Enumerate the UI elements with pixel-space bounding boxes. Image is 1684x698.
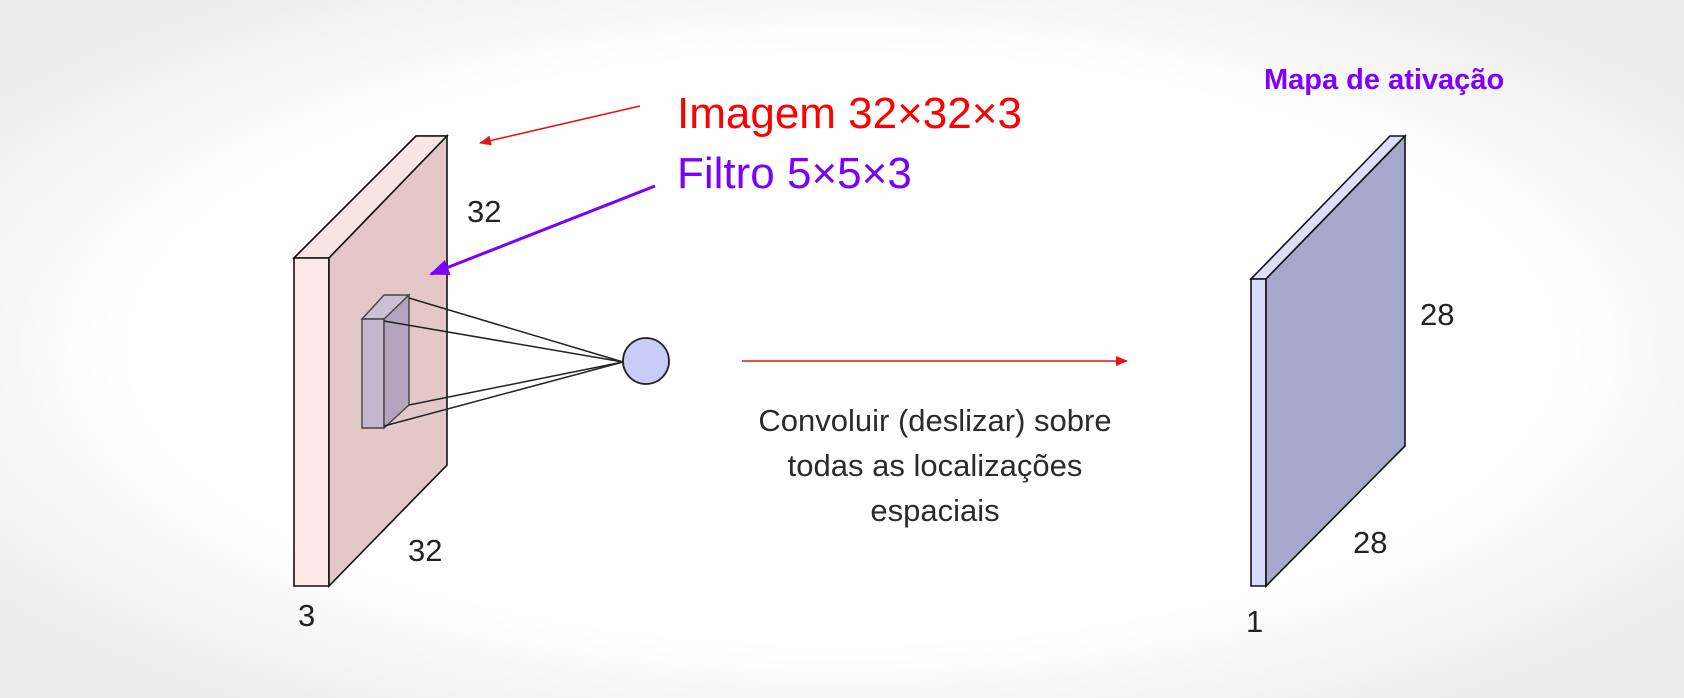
connection-line [408,297,624,363]
image-pointer-arrow [479,105,641,146]
output-depth-label: 1 [1246,604,1264,639]
connection-line [408,361,624,406]
input-depth-label: 3 [298,598,316,633]
filter-volume [360,293,411,430]
connection-line [383,320,624,363]
input-height-label: 32 [467,194,502,229]
input-volume-front-face [293,257,330,587]
convolve-caption: Convoluir (deslizar) sobre todas as loca… [700,398,1170,533]
caption-line: espaciais [870,493,1000,528]
activation-map-side-face [1265,134,1406,588]
activation-map-front-face [1250,278,1267,587]
filter-to-neuron-lines [383,297,624,427]
image-label: Imagem 32×32×3 [677,89,1022,138]
neuron-circle [622,337,670,385]
caption-line: todas as localizações [787,448,1083,483]
filter-side-face [383,293,410,430]
output-height-label: 28 [1420,297,1455,332]
caption-line: Convoluir (deslizar) sobre [758,403,1112,438]
connection-line [383,361,624,427]
filter-label: Filtro 5×5×3 [677,149,912,198]
activation-map-title: Mapa de ativação [1264,64,1505,96]
input-width-label: 32 [408,533,443,568]
activation-map-volume [1249,134,1407,588]
output-width-label: 28 [1353,525,1388,560]
filter-front-face [361,318,385,429]
filter-pointer-arrow [429,184,656,276]
